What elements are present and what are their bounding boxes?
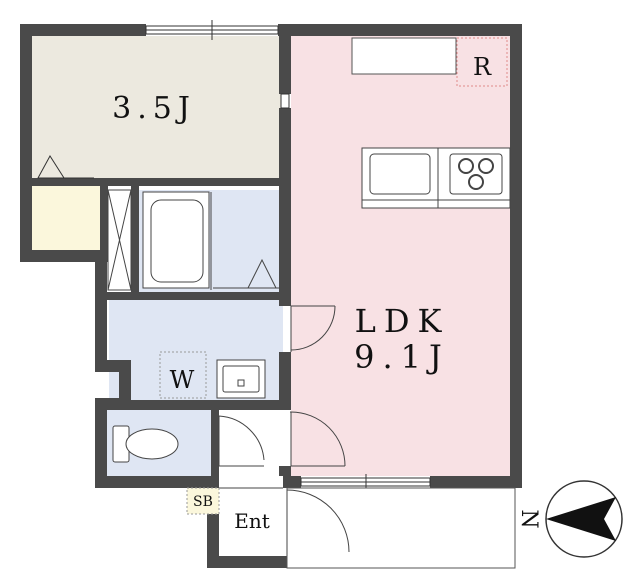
partition-window (280, 93, 290, 109)
washroom-label: W (170, 366, 195, 394)
counter-shelf (351, 37, 457, 75)
ldk-label: LDK (355, 302, 450, 340)
shoe-box[interactable] (186, 487, 220, 515)
balcony-window (300, 474, 431, 492)
burner-icon (478, 158, 494, 174)
compass: N (516, 480, 623, 558)
compass-arrow-icon (546, 497, 616, 541)
refrigerator-space[interactable] (456, 37, 508, 87)
walls (20, 24, 522, 568)
shoe-box-label: SB (193, 494, 213, 510)
ldk-door[interactable] (290, 411, 346, 467)
washroom-door[interactable] (290, 305, 336, 352)
ldk-size-label: 9.1J (354, 338, 450, 376)
burner-icon (458, 158, 474, 174)
refrigerator-label: R (473, 53, 492, 81)
toilet (112, 425, 179, 463)
western-room-floor (32, 36, 283, 178)
closet-floor (32, 186, 100, 250)
ldk-floor (291, 36, 510, 476)
closet-door[interactable] (37, 155, 94, 179)
toilet-door[interactable] (218, 415, 265, 467)
western-room-label: 3.5J (112, 91, 196, 126)
entrance-floor (219, 410, 283, 556)
entrance-label: Ent (234, 509, 270, 533)
linen-storage[interactable] (107, 189, 132, 291)
wash-basin (216, 359, 266, 399)
top-window (145, 20, 279, 40)
bathtub (142, 191, 210, 289)
entrance-door[interactable] (286, 489, 350, 556)
washing-machine-space[interactable] (159, 351, 207, 399)
balcony (286, 487, 516, 569)
compass-north-label: N (516, 509, 541, 528)
bathroom-door[interactable] (213, 258, 279, 289)
kitchen-sink (369, 153, 431, 195)
kitchen-counter[interactable] (361, 147, 511, 209)
burner-icon (468, 174, 484, 190)
